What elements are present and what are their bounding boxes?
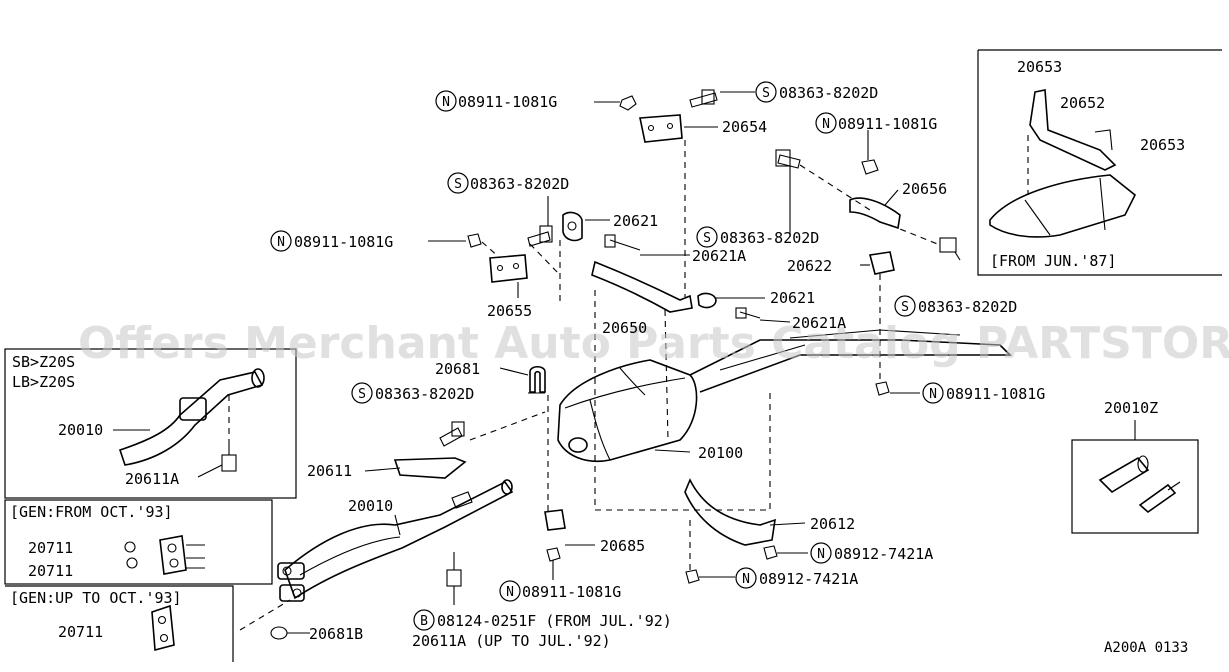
svg-text:08912-7421A: 08912-7421A <box>834 545 933 563</box>
svg-text:08363-8202D: 08363-8202D <box>918 298 1017 316</box>
svg-text:08363-8202D: 08363-8202D <box>375 385 474 403</box>
label-08124-0251F: B 08124-0251F (FROM JUL.'92) <box>413 609 672 631</box>
watermark: Offers Merchant Auto Parts Catalog PARTS… <box>78 318 1229 369</box>
label-20100: 20100 <box>698 444 743 462</box>
svg-text:08912-7421A: 08912-7421A <box>759 570 858 588</box>
svg-text:08911-1081G: 08911-1081G <box>458 93 557 111</box>
svg-text:08911-1081G: 08911-1081G <box>522 583 621 601</box>
kit-20010Z-box <box>1098 455 1181 514</box>
svg-text:08911-1081G: 08911-1081G <box>838 115 937 133</box>
svg-text:N: N <box>277 235 285 250</box>
label-20010-inset: 20010 <box>58 421 103 439</box>
label-20611A-inset: 20611A <box>125 470 179 488</box>
svg-text:S: S <box>454 177 462 192</box>
svg-text:S: S <box>703 231 711 246</box>
label-20621A-mid: 20621A <box>792 314 846 332</box>
label-20656: 20656 <box>902 180 947 198</box>
inset-gen-from-oct93: [GEN:FROM OCT.'93] <box>10 503 173 521</box>
label-08911-1081G-top: N 08911-1081G <box>435 90 557 112</box>
label-20611: 20611 <box>307 462 352 480</box>
inset-from-jun87: [FROM JUN.'87] <box>990 252 1116 270</box>
svg-text:N: N <box>506 585 514 600</box>
svg-text:08363-8202D: 08363-8202D <box>470 175 569 193</box>
label-08911-1081G-right: N 08911-1081G <box>815 112 937 134</box>
svg-text:N: N <box>929 387 937 402</box>
label-20010Z: 20010Z <box>1104 399 1158 417</box>
inset-gen-upto-oct93: [GEN:UP TO OCT.'93] <box>10 589 182 607</box>
label-20010-main: 20010 <box>348 497 393 515</box>
svg-text:08363-8202D: 08363-8202D <box>779 84 878 102</box>
svg-text:S: S <box>901 300 909 315</box>
label-20685: 20685 <box>600 537 645 555</box>
label-20622: 20622 <box>787 257 832 275</box>
gasket-inset <box>124 535 205 652</box>
label-08911-1081G-bottom: N 08911-1081G <box>499 580 621 602</box>
label-20711-b: 20711 <box>28 562 73 580</box>
svg-text:N: N <box>442 95 450 110</box>
label-20650: 20650 <box>602 319 647 337</box>
label-08911-1081G-far-right: N 08911-1081G <box>922 382 1045 404</box>
inset-frames <box>4 49 1222 662</box>
label-08912-7421A-lower: N 08912-7421A <box>735 567 858 589</box>
svg-text:08911-1081G: 08911-1081G <box>946 385 1045 403</box>
hanger-inset-jun87 <box>989 89 1137 238</box>
front-pipe-20010 <box>277 479 514 602</box>
label-08363-8202D-left: S 08363-8202D <box>447 172 569 194</box>
svg-text:S: S <box>358 387 366 402</box>
inset-engine-line2: LB>Z20S <box>12 373 75 391</box>
label-20621-top: 20621 <box>613 212 658 230</box>
label-08363-8202D-lower: S 08363-8202D <box>351 382 474 404</box>
label-20612: 20612 <box>810 515 855 533</box>
label-20711-c: 20711 <box>58 623 103 641</box>
label-20711-a: 20711 <box>28 539 73 557</box>
label-20621-mid: 20621 <box>770 289 815 307</box>
label-20681B: 20681B <box>309 625 363 643</box>
label-20652: 20652 <box>1060 94 1105 112</box>
dashed-guides <box>228 140 941 631</box>
svg-text:08911-1081G: 08911-1081G <box>294 233 393 251</box>
svg-text:S: S <box>762 86 770 101</box>
svg-text:B: B <box>420 614 428 629</box>
muffler-20100 <box>557 329 1012 463</box>
label-08363-8202D-mid: S 08363-8202D <box>696 226 819 248</box>
label-20621A-top: 20621A <box>692 247 746 265</box>
inset-engine-line1: SB>Z20S <box>12 353 75 371</box>
label-08363-8202D-right: S 08363-8202D <box>894 295 1017 317</box>
svg-text:08363-8202D: 08363-8202D <box>720 229 819 247</box>
label-20654: 20654 <box>722 118 767 136</box>
bolts-and-nuts <box>221 89 957 640</box>
label-20653-right: 20653 <box>1140 136 1185 154</box>
leader-lines <box>113 91 961 634</box>
svg-text:N: N <box>822 117 830 132</box>
label-08911-1081G-left: N 08911-1081G <box>270 230 393 252</box>
label-20655: 20655 <box>487 302 532 320</box>
label-08912-7421A-upper: N 08912-7421A <box>810 542 933 564</box>
label-20653-top: 20653 <box>1017 58 1062 76</box>
figure-code: A200A 0133 <box>1104 640 1188 656</box>
svg-text:N: N <box>817 547 825 562</box>
svg-text:08124-0251F (FROM JUL.'92): 08124-0251F (FROM JUL.'92) <box>437 612 672 630</box>
svg-text:N: N <box>742 572 750 587</box>
label-20611A-uptojul92: 20611A (UP TO JUL.'92) <box>412 632 611 650</box>
label-08363-8202D-top: S 08363-8202D <box>755 81 878 103</box>
label-20681: 20681 <box>435 360 480 378</box>
engine-inset-pipe <box>118 368 265 466</box>
